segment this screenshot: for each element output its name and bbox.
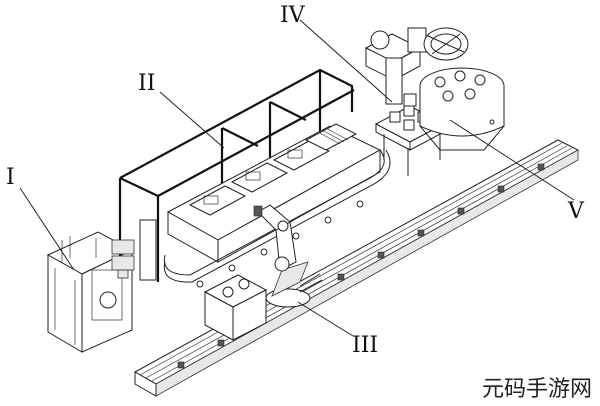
label-station-4: IV (280, 3, 306, 28)
label-station-3: III (352, 333, 378, 358)
watermark-text: 元码手游网 (482, 377, 592, 402)
fixtures-row (196, 200, 364, 288)
leader-lines (19, 19, 575, 337)
label-station-5: V (567, 199, 585, 224)
station-3-robot (203, 204, 323, 341)
label-station-1: I (6, 165, 15, 190)
label-station-2: II (138, 71, 155, 96)
station-2-process-line (111, 68, 391, 288)
station-5-rotary-tank (364, 27, 505, 151)
